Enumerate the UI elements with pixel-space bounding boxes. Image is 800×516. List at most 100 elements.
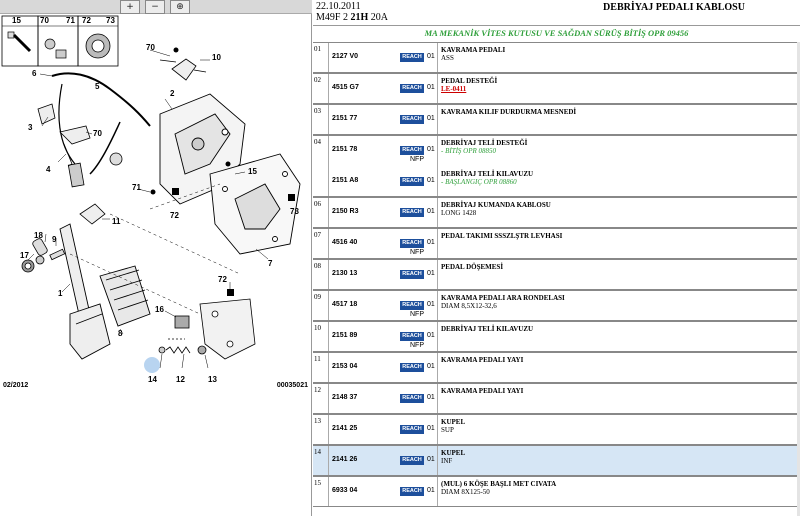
part-reference[interactable]: 2151 A8 (332, 177, 359, 184)
callout-16[interactable]: 16 (155, 305, 164, 314)
callout-70[interactable]: 70 (40, 16, 49, 25)
part-reference[interactable]: 6933 04 (332, 487, 358, 494)
reach-badge[interactable]: REACH (400, 177, 424, 186)
part-detail: DIAM 8X125-50 (441, 488, 490, 496)
row-description-cell: PEDAL DÖŞEMESİ (437, 260, 800, 289)
part-reference[interactable]: 2141 26 (332, 456, 358, 463)
zoom-out-button[interactable]: − (145, 0, 165, 14)
reach-badge[interactable]: REACH (400, 208, 424, 217)
callout-12[interactable]: 12 (176, 375, 185, 384)
callout-73[interactable]: 73 (106, 16, 115, 25)
callout-18[interactable]: 18 (34, 231, 43, 240)
callout-72[interactable]: 72 (170, 211, 179, 220)
pivot-parts (21, 238, 66, 273)
reach-badge[interactable]: REACH (400, 487, 424, 496)
part-reference[interactable]: 2153 04 (332, 363, 358, 370)
zoom-in-button[interactable]: + (120, 0, 140, 14)
callout-17[interactable]: 17 (20, 251, 29, 260)
part-reference[interactable]: 2151 77 (332, 115, 358, 122)
row-index: 08 (313, 260, 329, 289)
part-reference[interactable]: 2127 V0 (332, 53, 359, 60)
row-description-cell: DEBRİYAJ TELİ KILAVUZU (437, 322, 800, 351)
callout-7[interactable]: 7 (268, 259, 273, 268)
callout-15[interactable]: 15 (12, 16, 21, 25)
reach-badge[interactable]: REACH (400, 53, 424, 62)
reach-badge[interactable]: REACH (400, 270, 424, 279)
reach-badge[interactable]: REACH (400, 115, 424, 124)
part-quantity: 01 (427, 53, 435, 60)
reach-badge[interactable]: REACH (400, 425, 424, 434)
part-name: PEDAL DÖŞEMESİ (441, 263, 504, 271)
callout-2[interactable]: 2 (170, 89, 175, 98)
zoom-fit-button[interactable]: ⊕ (170, 0, 190, 14)
callout-4[interactable]: 4 (46, 165, 51, 174)
callout-8[interactable]: 8 (118, 329, 123, 338)
row-index: 01 (313, 43, 329, 72)
page-title: DEBRİYAJ PEDALI KABLOSU (603, 2, 745, 13)
page-subtitle: MA MEKANİK VİTES KUTUSU VE SAĞDAN SÜRÜŞ … (424, 28, 689, 38)
callout-5[interactable]: 5 (95, 82, 100, 91)
part-note-link[interactable]: LE-0411 (441, 85, 467, 93)
callout-70[interactable]: 70 (146, 43, 155, 52)
part-reference[interactable]: 2151 89 (332, 332, 358, 339)
part-reference[interactable]: 2148 37 (332, 394, 358, 401)
pedal-pad (99, 265, 151, 327)
callout-15[interactable]: 15 (248, 167, 257, 176)
callout-73[interactable]: 73 (290, 207, 299, 216)
reach-badge[interactable]: REACH (400, 239, 424, 248)
reach-badge[interactable]: REACH (400, 332, 424, 341)
row-index: 04 (313, 136, 329, 196)
reach-badge[interactable]: REACH (400, 301, 424, 310)
scrollbar[interactable] (797, 42, 800, 516)
part-reference[interactable]: 2150 R3 (332, 208, 359, 215)
row-description-cell: KAVRAMA KILIF DURDURMA MESNEDİ (437, 105, 800, 134)
callout-3[interactable]: 3 (28, 123, 33, 132)
callout-14[interactable]: 14 (148, 375, 157, 384)
bolt-part (7, 31, 32, 53)
reach-badge[interactable]: REACH (400, 394, 424, 403)
callout-10[interactable]: 10 (212, 53, 221, 62)
callout-6[interactable]: 6 (32, 69, 37, 78)
reach-badge[interactable]: REACH (400, 363, 424, 372)
part-reference[interactable]: 4517 18 (332, 301, 358, 308)
part-name: KAVRAMA PEDALI YAYI (441, 356, 524, 364)
part-reference[interactable]: 2130 13 (332, 270, 358, 277)
callout-71[interactable]: 71 (66, 16, 75, 25)
callout-1[interactable]: 1 (58, 289, 63, 298)
part-reference[interactable]: 4516 40 (332, 239, 358, 246)
part-reference[interactable]: 4515 G7 (332, 84, 359, 91)
callout-71[interactable]: 71 (132, 183, 141, 192)
row-index: 09 (313, 291, 329, 320)
reach-badge[interactable]: REACH (400, 146, 424, 155)
callout-11[interactable]: 11 (112, 217, 121, 226)
zoom-in-icon: + (126, 2, 134, 12)
part-reference[interactable]: 2151 78 (332, 146, 358, 153)
reach-badge[interactable]: REACH (400, 84, 424, 93)
part-reference[interactable]: 2141 25 (332, 425, 358, 432)
callout-13[interactable]: 13 (208, 375, 217, 384)
callout-72[interactable]: 72 (218, 275, 227, 284)
callout-9[interactable]: 9 (52, 235, 57, 244)
callout-70[interactable]: 70 (93, 129, 102, 138)
callout-72[interactable]: 72 (82, 16, 91, 25)
reach-badge[interactable]: REACH (400, 456, 424, 465)
